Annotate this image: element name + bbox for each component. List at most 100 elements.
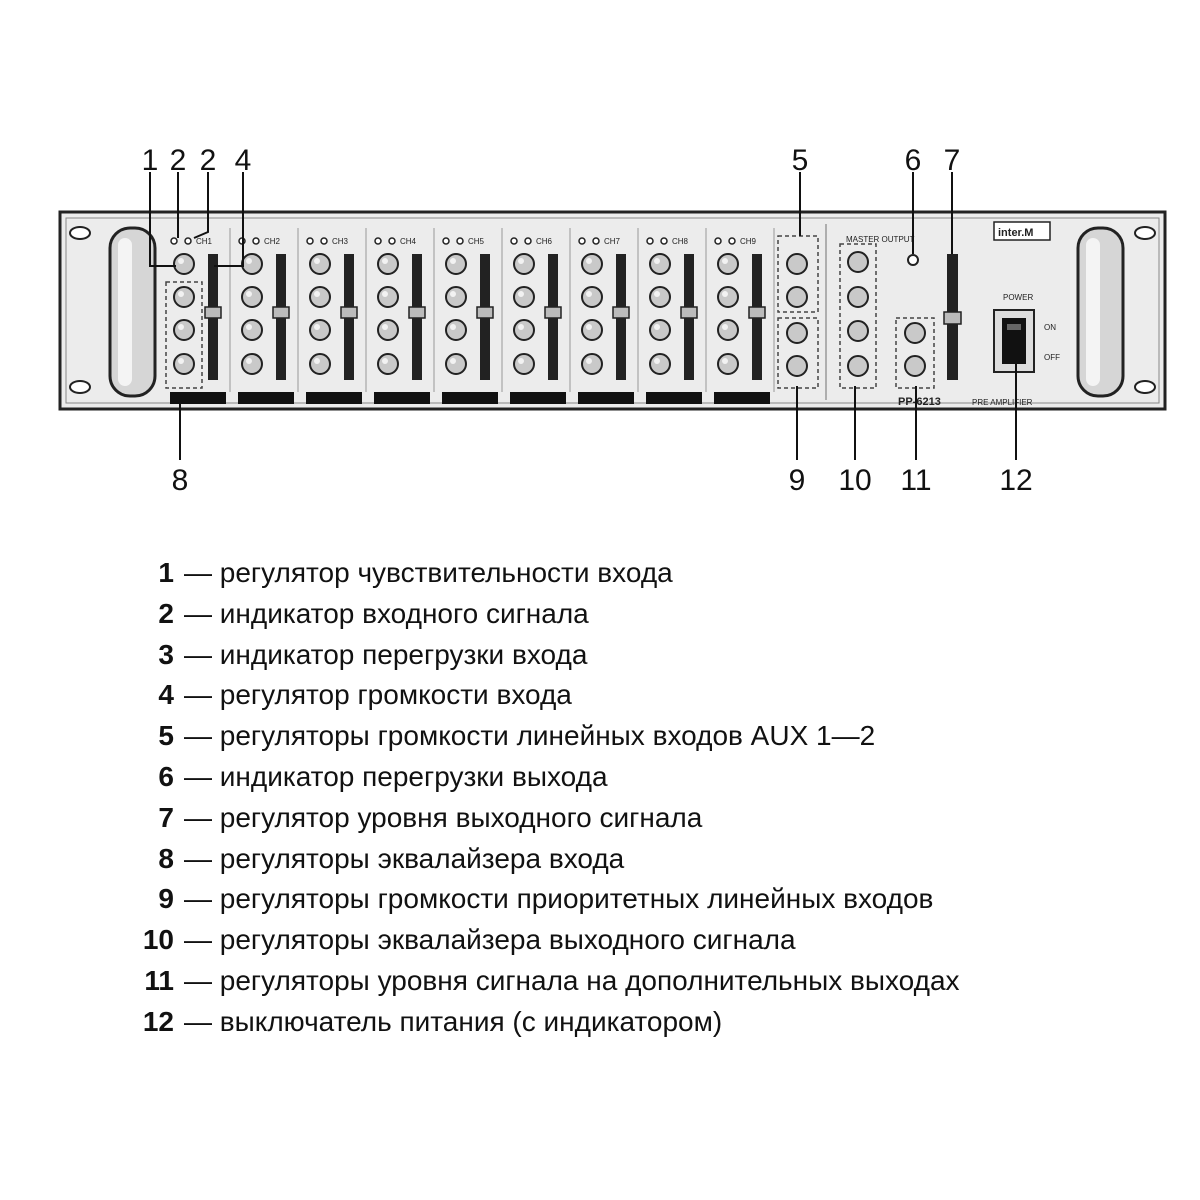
channel-knob[interactable] — [717, 319, 739, 341]
channel-knob[interactable] — [173, 353, 195, 375]
channel-knob[interactable] — [377, 286, 399, 308]
master-eq-knob[interactable] — [847, 320, 869, 342]
legend-description: — индикатор входного сигнала — [184, 597, 589, 629]
legend-number: 7 — [158, 801, 174, 833]
channel-knob[interactable] — [173, 286, 195, 308]
master-eq-knob[interactable] — [847, 286, 869, 308]
legend-row: 3— индикатор перегрузки входа — [120, 635, 1180, 676]
channel-knob[interactable] — [241, 319, 263, 341]
channel-knob[interactable] — [649, 353, 671, 375]
legend-number: 11 — [144, 964, 174, 996]
channel-fader-knob[interactable] — [544, 306, 562, 319]
master-output-label: MASTER OUTPUT — [846, 235, 915, 244]
channel-knob[interactable] — [309, 353, 331, 375]
channel-knob[interactable] — [649, 286, 671, 308]
channel-fader-knob[interactable] — [272, 306, 290, 319]
signal-led — [442, 237, 450, 245]
callout-2b: 2 — [200, 144, 217, 177]
channel-knob[interactable] — [649, 319, 671, 341]
channel-fader-knob[interactable] — [748, 306, 766, 319]
channel-knob[interactable] — [173, 319, 195, 341]
subtitle-label: PRE AMPLIFIER — [972, 398, 1033, 407]
channel-knob[interactable] — [649, 253, 671, 275]
channel-fader-knob[interactable] — [408, 306, 426, 319]
signal-led — [578, 237, 586, 245]
legend-row: 2 — индикатор входного сигнала — [120, 594, 1180, 635]
channel-fader-knob[interactable] — [612, 306, 630, 319]
channel-label: CH3 — [332, 237, 349, 246]
channel-label-strip — [238, 392, 294, 404]
signal-led — [510, 237, 518, 245]
aux-knob[interactable] — [786, 286, 808, 308]
channel-knob[interactable] — [309, 286, 331, 308]
channel-strip: CH1 — [165, 228, 231, 404]
legend-row: 9— регуляторы громкости приоритетных лин… — [120, 879, 1180, 920]
callout-2a: 2 — [170, 144, 187, 177]
mounting-hole — [69, 226, 91, 240]
callout-6: 6 — [905, 144, 922, 177]
channel-fader-knob[interactable] — [340, 306, 358, 319]
signal-led — [374, 237, 382, 245]
aux-output-knob[interactable] — [904, 322, 926, 344]
channel-knob[interactable] — [717, 253, 739, 275]
channel-knob[interactable] — [445, 319, 467, 341]
channel-label: CH1 — [196, 237, 213, 246]
channel-fader-knob[interactable] — [680, 306, 698, 319]
legend-row: 8— регуляторы эквалайзера входа — [120, 839, 1180, 880]
overload-led — [524, 237, 532, 245]
channel-knob[interactable] — [377, 319, 399, 341]
off-label: OFF — [1044, 353, 1060, 362]
overload-led — [184, 237, 192, 245]
legend-row: 6— индикатор перегрузки выхода — [120, 757, 1180, 798]
channel-knob[interactable] — [513, 253, 535, 275]
channel-knob[interactable] — [513, 353, 535, 375]
channel-label-strip — [714, 392, 770, 404]
legend-row: 1— регулятор чувствительности входа — [120, 553, 1180, 594]
channel-knob[interactable] — [581, 353, 603, 375]
channel-label-strip — [306, 392, 362, 404]
channel-fader-knob[interactable] — [476, 306, 494, 319]
channel-fader-knob[interactable] — [204, 306, 222, 319]
channel-knob[interactable] — [717, 353, 739, 375]
legend-number: 2 — [158, 597, 174, 629]
channel-knob[interactable] — [445, 253, 467, 275]
channel-knob[interactable] — [581, 286, 603, 308]
channel-strip: CH5 — [442, 228, 503, 404]
channel-knob[interactable] — [717, 286, 739, 308]
channel-knob[interactable] — [377, 253, 399, 275]
legend-number: 8 — [158, 842, 174, 874]
channel-knob[interactable] — [241, 353, 263, 375]
rack-handle — [108, 226, 157, 398]
legend-description: — регулятор чувствительности входа — [184, 557, 673, 588]
legend-description: — регулятор громкости входа — [184, 679, 572, 711]
channel-label-strip — [170, 392, 226, 404]
channel-knob[interactable] — [173, 253, 195, 275]
aux-knob[interactable] — [786, 322, 808, 344]
output-overload-led — [907, 254, 919, 266]
channel-knob[interactable] — [377, 353, 399, 375]
callout-12: 12 — [999, 464, 1032, 497]
master-eq-knob[interactable] — [847, 355, 869, 377]
signal-led — [306, 237, 314, 245]
channel-knob[interactable] — [581, 319, 603, 341]
channel-knob[interactable] — [241, 253, 263, 275]
channel-knob[interactable] — [309, 253, 331, 275]
channel-knob[interactable] — [581, 253, 603, 275]
master-eq-knob[interactable] — [847, 251, 869, 273]
channel-knob[interactable] — [445, 286, 467, 308]
aux-output-knob[interactable] — [904, 355, 926, 377]
channel-label-strip — [646, 392, 702, 404]
aux-knob[interactable] — [786, 355, 808, 377]
aux-knob[interactable] — [786, 253, 808, 275]
channel-knob[interactable] — [513, 286, 535, 308]
channel-knob[interactable] — [241, 286, 263, 308]
channel-knob[interactable] — [513, 319, 535, 341]
legend-number: 4 — [158, 679, 174, 711]
channel-label: CH2 — [264, 237, 281, 246]
channel-strip: CH4 — [374, 228, 435, 404]
channel-knob[interactable] — [445, 353, 467, 375]
channel-knob[interactable] — [309, 319, 331, 341]
legend-row: 12— выключатель питания (с индикатором) — [120, 1002, 1180, 1043]
mounting-hole — [1134, 380, 1156, 394]
